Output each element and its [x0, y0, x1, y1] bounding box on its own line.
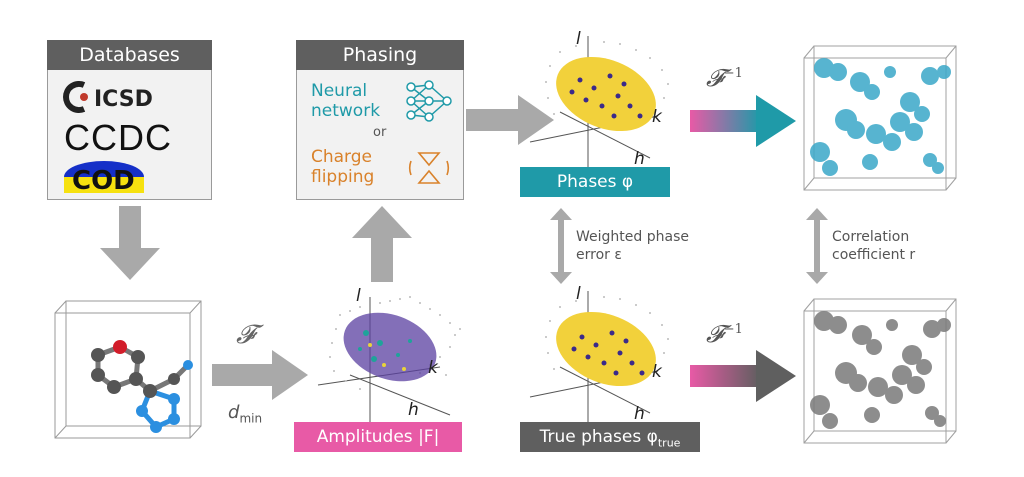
icsd-text: ICSD: [94, 87, 153, 112]
true-phases-lattice: l k h: [529, 285, 669, 425]
arrow-amplitudes-to-phasing: [352, 206, 412, 282]
amplitudes-badge: Amplitudes |F|: [294, 422, 462, 452]
correlation-label: Correlation coefficient r: [832, 228, 915, 264]
correlation-line-1: Correlation: [832, 229, 910, 245]
phases-axis-k: k: [652, 107, 663, 127]
dmin-letter: d: [228, 402, 240, 423]
arrow-databases-to-molecule: [100, 206, 160, 280]
databases-title: Databases: [47, 40, 212, 70]
charge-line-2: flipping: [311, 167, 375, 187]
inverse-symbol-bottom: 𝓕: [706, 320, 724, 348]
inverse-exp-bottom: −1: [723, 322, 743, 337]
neural-network-icon: [406, 80, 452, 122]
or-label: or: [373, 125, 387, 140]
arrow-fourier-forward: [212, 350, 308, 400]
inverse-symbol-top: 𝓕: [706, 64, 724, 92]
neural-line-2: network: [311, 101, 381, 121]
arrow-phasing-to-phases: [466, 95, 554, 145]
amplitudes-cloud: [343, 312, 437, 382]
dmin-subscript: min: [239, 411, 263, 426]
ccdc-logo: CCDC: [64, 117, 172, 158]
true-phases-cloud-yellow: [556, 311, 656, 387]
icsd-logo: ICSD: [63, 81, 153, 113]
arrow-inverse-top: [690, 95, 796, 147]
arrow-inverse-bottom: [690, 350, 796, 402]
phases-badge: Phases φ: [520, 167, 670, 197]
correlation-line-2: coefficient r: [832, 247, 916, 263]
fourier-symbol: 𝓕: [236, 320, 256, 350]
phases-axis-l: l: [576, 30, 581, 49]
neural-network-label: Neural network: [311, 81, 380, 121]
phase-error-label: Weighted phase error ε: [576, 228, 689, 264]
phases-axis-h: h: [634, 149, 645, 169]
true-axis-l: l: [576, 285, 581, 304]
charge-flipping-label: Charge flipping: [311, 147, 374, 187]
true-phases-subscript: true: [657, 436, 681, 450]
amp-axis-l: l: [356, 286, 361, 306]
inverse-fourier-bottom: 𝓕−1: [706, 320, 743, 348]
molecule-structure: [54, 300, 202, 439]
phasing-panel: Phasing Neural network or Charge flippin…: [296, 40, 464, 200]
double-arrow-phase-error: [550, 208, 572, 284]
charge-line-1: Charge: [311, 147, 373, 167]
inverse-exp-top: −1: [723, 66, 743, 81]
phase-error-line-2: error ε: [576, 247, 622, 263]
true-axis-k: k: [652, 362, 663, 382]
density-map-true: [803, 298, 957, 444]
double-arrow-correlation: [806, 208, 828, 284]
dmin-label: dmin: [228, 402, 262, 426]
charge-flipping-icon: [408, 152, 450, 184]
amplitudes-lattice: l k h: [317, 286, 461, 445]
amp-axis-h: h: [408, 400, 419, 420]
true-axis-h: h: [634, 404, 645, 424]
neural-line-1: Neural: [311, 81, 368, 101]
phases-cloud-yellow: [556, 56, 656, 132]
true-phases-badge: True phases φtrue: [520, 422, 700, 452]
amp-axis-k: k: [428, 358, 439, 378]
inverse-fourier-top: 𝓕−1: [706, 64, 743, 92]
cod-text: COD: [72, 166, 135, 195]
cod-logo: COD: [64, 161, 144, 195]
phases-lattice: l k h: [529, 30, 669, 170]
phase-error-line-1: Weighted phase: [576, 229, 689, 245]
true-phases-text: True phases φ: [539, 427, 658, 447]
phasing-title: Phasing: [296, 40, 464, 70]
density-map-predicted: [803, 45, 957, 191]
databases-panel: Databases ICSD CCDC COD: [47, 40, 212, 200]
